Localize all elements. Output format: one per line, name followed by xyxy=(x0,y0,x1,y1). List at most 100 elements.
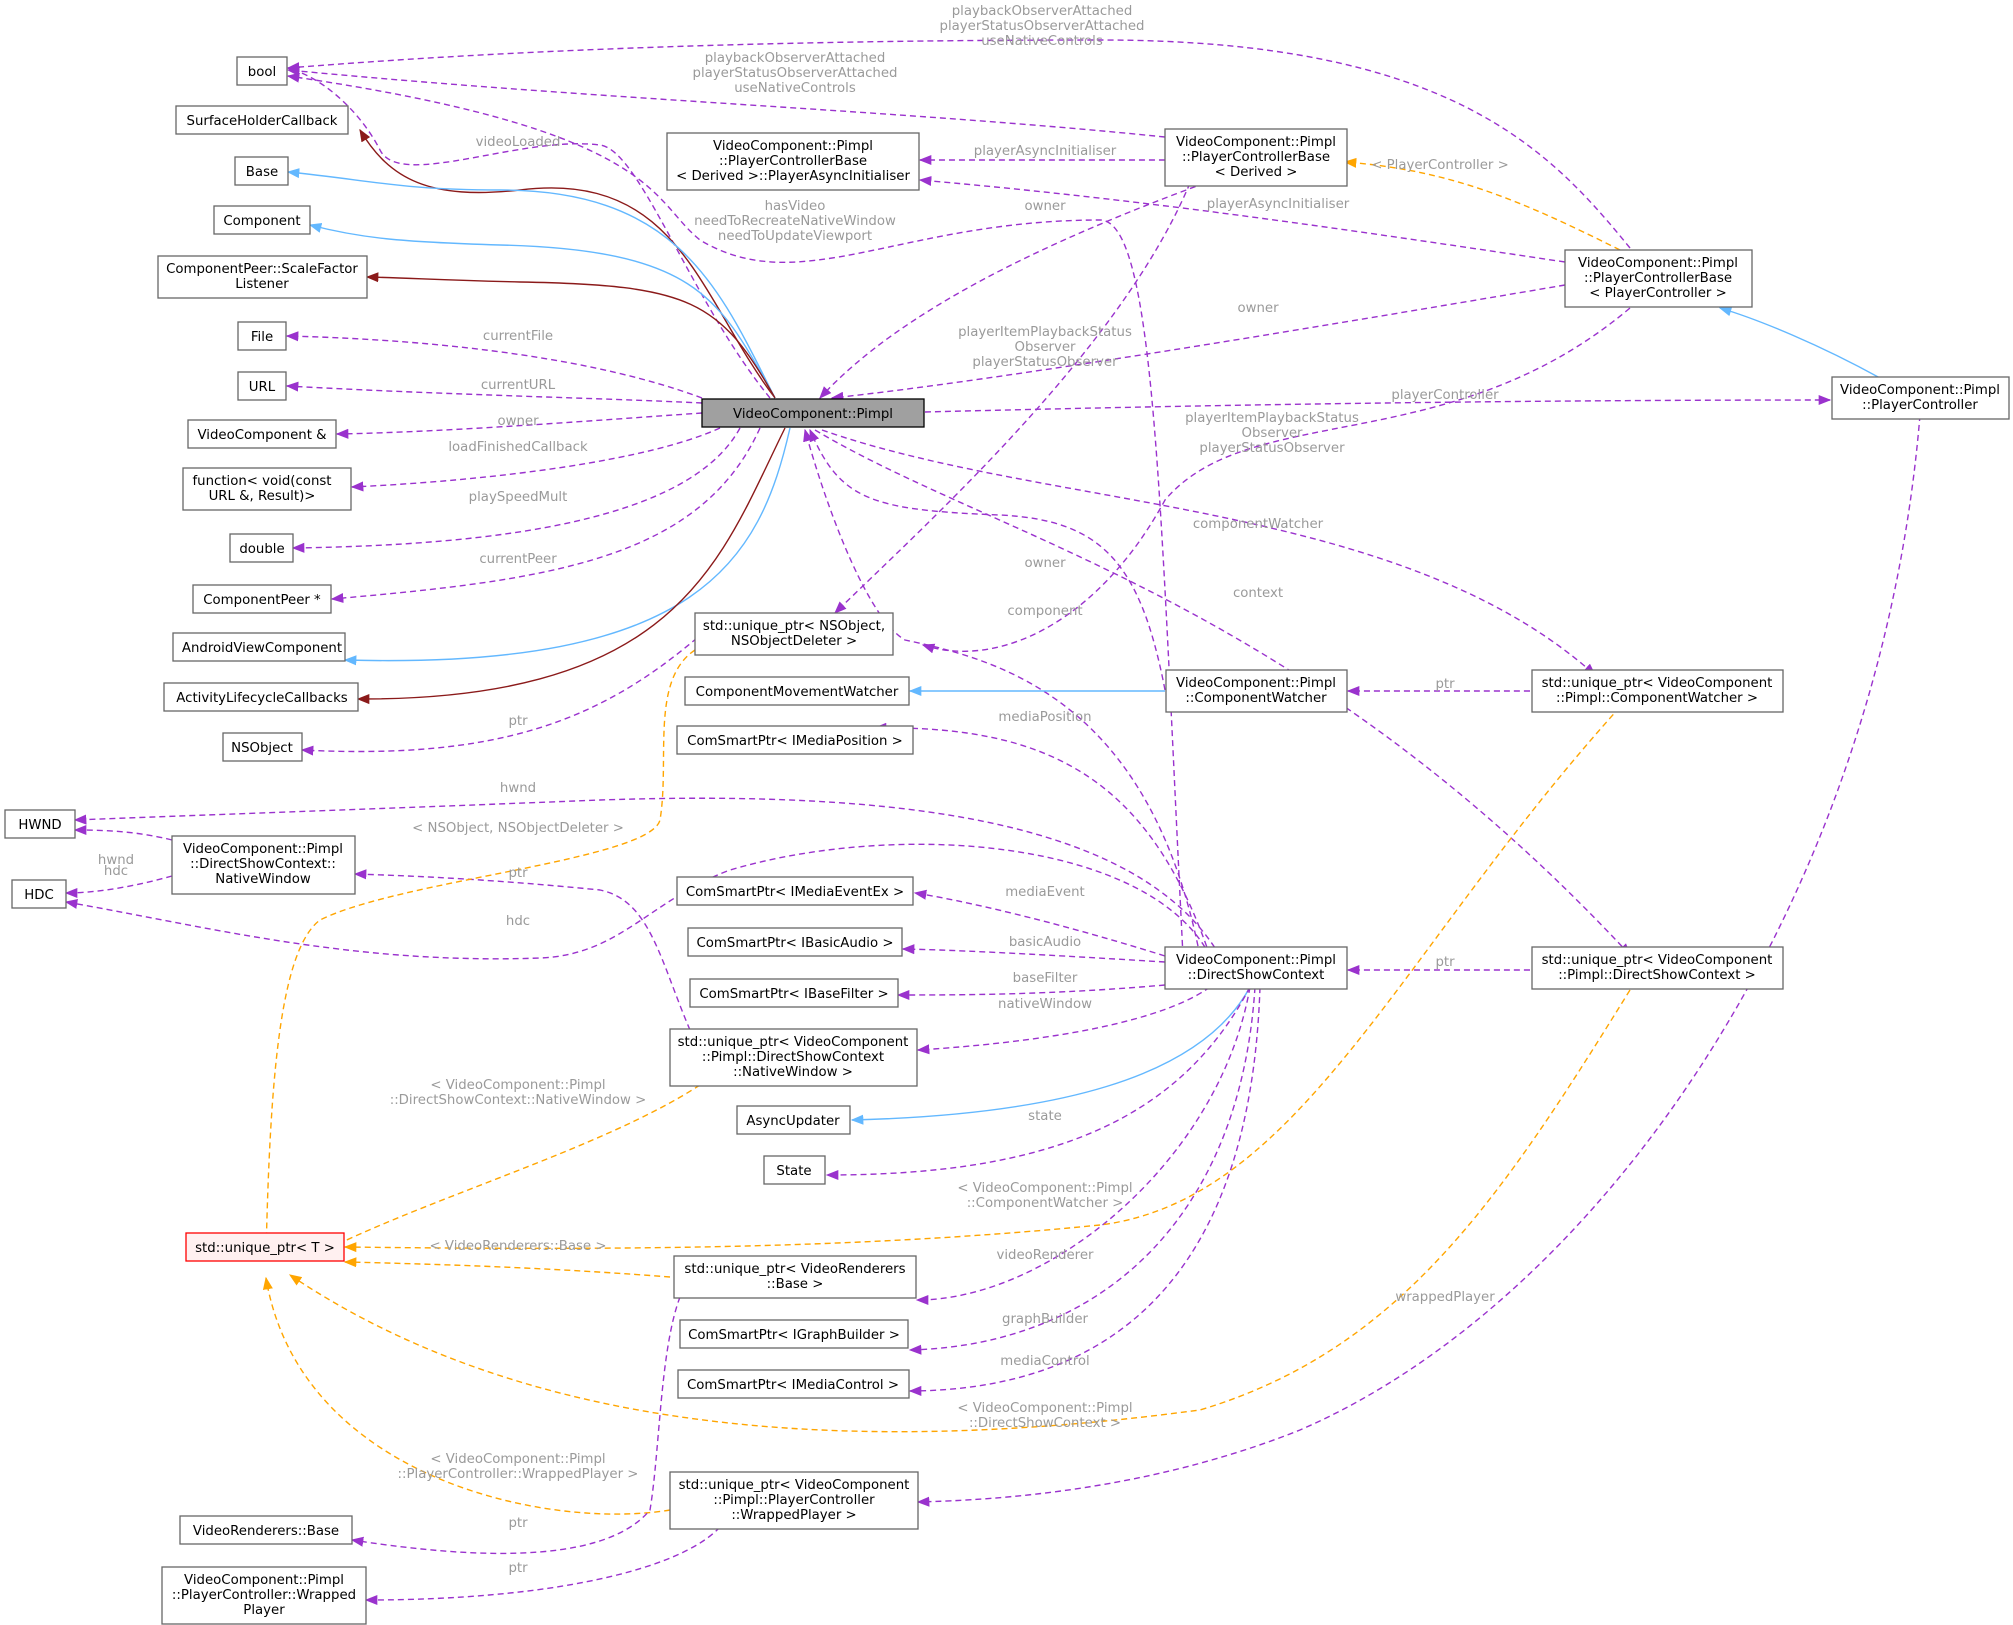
svg-text:VideoComponent &: VideoComponent & xyxy=(197,428,326,443)
svg-text:ActivityLifecycleCallbacks: ActivityLifecycleCallbacks xyxy=(176,691,347,706)
label-componentwatcher: componentWatcher xyxy=(1193,517,1324,532)
svg-text:ComSmartPtr< IMediaEventEx >: ComSmartPtr< IMediaEventEx > xyxy=(686,885,904,900)
node-unique-ptr-componentwatcher[interactable]: std::unique_ptr< VideoComponent::Pimpl::… xyxy=(1531,669,1784,713)
svg-text:VideoComponent::Pimpl::Compone: VideoComponent::Pimpl::ComponentWatcher xyxy=(1176,676,1336,706)
edge-pcbpc-bool xyxy=(286,39,1631,249)
edge-uptrwp-wplayer xyxy=(364,1526,721,1606)
label-templ-dsc: < VideoComponent::Pimpl::DirectShowConte… xyxy=(957,1401,1132,1431)
node-playerasyncinitialiser[interactable]: VideoComponent::Pimpl::PlayerControllerB… xyxy=(666,132,920,191)
node-comsmartptr-ibasefilter[interactable]: ComSmartPtr< IBaseFilter > xyxy=(689,978,899,1008)
label-playercontroller: playerController xyxy=(1391,388,1499,403)
label-mediacontrol: mediaControl xyxy=(1000,1354,1089,1369)
node-asyncupdater[interactable]: AsyncUpdater xyxy=(736,1105,851,1135)
label-hdc1: hdc xyxy=(104,864,128,879)
node-androidviewcomponent[interactable]: AndroidViewComponent xyxy=(172,632,346,662)
node-comsmartptr-igraphbuilder[interactable]: ComSmartPtr< IGraphBuilder > xyxy=(679,1319,909,1349)
svg-text:AndroidViewComponent: AndroidViewComponent xyxy=(182,641,342,656)
edge-dsc-state xyxy=(825,986,1251,1181)
svg-text:ComponentPeer *: ComponentPeer * xyxy=(203,593,321,608)
svg-text:HWND: HWND xyxy=(18,818,61,833)
node-playercontroller[interactable]: VideoComponent::Pimpl::PlayerController xyxy=(1831,376,2010,420)
node-activitylifecyclecallbacks[interactable]: ActivityLifecycleCallbacks xyxy=(163,682,359,712)
edge-nativewin-hwnd xyxy=(73,824,173,841)
node-nsobject[interactable]: NSObject xyxy=(222,732,303,762)
edge-file xyxy=(285,331,703,399)
node-videorenderers-base[interactable]: VideoRenderers::Base xyxy=(179,1515,353,1545)
edge-templ-dsc xyxy=(288,989,1631,1433)
edge-alc xyxy=(356,427,786,705)
node-videocomponent-ref[interactable]: VideoComponent & xyxy=(187,419,337,449)
node-directshowcontext-nativewindow[interactable]: VideoComponent::Pimpl::DirectShowContext… xyxy=(171,835,356,895)
node-unique-ptr-videorenderers[interactable]: std::unique_ptr< VideoRenderers::Base > xyxy=(673,1255,917,1299)
label-component: component xyxy=(1007,604,1082,619)
node-file[interactable]: File xyxy=(237,321,287,351)
edge-nativewin-hdc xyxy=(64,875,173,899)
node-unique-ptr-wrappedplayer[interactable]: std::unique_ptr< VideoComponent::Pimpl::… xyxy=(669,1471,919,1530)
svg-text:std::unique_ptr< VideoComponen: std::unique_ptr< VideoComponent::Pimpl::… xyxy=(679,1478,910,1523)
label-ptr-vr: ptr xyxy=(508,1516,528,1531)
svg-text:VideoComponent::Pimpl::PlayerC: VideoComponent::Pimpl::PlayerController xyxy=(1840,383,2000,413)
edge-dsc-mediacontrol xyxy=(908,986,1261,1396)
edge-cpsfl xyxy=(365,272,776,399)
node-hdc[interactable]: HDC xyxy=(11,879,67,909)
node-state[interactable]: State xyxy=(763,1155,826,1185)
node-playercontrollerbase-derived[interactable]: VideoComponent::Pimpl::PlayerControllerB… xyxy=(1164,128,1348,187)
node-unique-ptr-nativewindow[interactable]: std::unique_ptr< VideoComponent::Pimpl::… xyxy=(669,1028,918,1087)
label-templ-cw: < VideoComponent::Pimpl::ComponentWatche… xyxy=(957,1181,1132,1211)
edge-bool-videoloaded xyxy=(286,66,771,399)
svg-text:ComponentMovementWatcher: ComponentMovementWatcher xyxy=(696,685,899,700)
edge-dsc-hasvideo xyxy=(286,72,1184,957)
node-comsmartptr-imediacontrol[interactable]: ComSmartPtr< IMediaControl > xyxy=(677,1369,910,1399)
node-directshowcontext[interactable]: VideoComponent::Pimpl::DirectShowContext xyxy=(1164,946,1348,990)
svg-text:bool: bool xyxy=(248,65,276,80)
node-comsmartptr-imediaeventex[interactable]: ComSmartPtr< IMediaEventEx > xyxy=(676,876,914,906)
edge-dsc-videorenderer xyxy=(915,986,1251,1306)
node-unique-ptr-t[interactable]: std::unique_ptr< T > xyxy=(185,1232,345,1262)
edge-uptrvr-vrbase xyxy=(350,1296,681,1555)
svg-text:AsyncUpdater: AsyncUpdater xyxy=(746,1114,840,1129)
node-componentmovementwatcher[interactable]: ComponentMovementWatcher xyxy=(684,676,910,706)
node-playercontroller-wrappedplayer[interactable]: VideoComponent::Pimpl::PlayerController:… xyxy=(161,1566,367,1625)
node-unique-ptr-nsobject[interactable]: std::unique_ptr< NSObject,NSObjectDelete… xyxy=(694,612,894,656)
node-playercontrollerbase-playercontroller[interactable]: VideoComponent::Pimpl::PlayerControllerB… xyxy=(1564,249,1753,308)
svg-text:VideoComponent::Pimpl::DirectS: VideoComponent::Pimpl::DirectShowContext xyxy=(1176,953,1336,983)
node-comsmartptr-imediaposition[interactable]: ComSmartPtr< IMediaPosition > xyxy=(676,725,914,755)
node-comsmartptr-ibasicaudio[interactable]: ComSmartPtr< IBasicAudio > xyxy=(687,927,903,957)
svg-text:ComSmartPtr< IGraphBuilder >: ComSmartPtr< IGraphBuilder > xyxy=(688,1328,900,1343)
label-pai2: playerAsyncInitialiser xyxy=(1207,197,1350,212)
label-currentpeer: currentPeer xyxy=(479,552,557,567)
svg-text:std::unique_ptr< NSObject,NSOb: std::unique_ptr< NSObject,NSObjectDelete… xyxy=(703,619,885,649)
node-hwnd[interactable]: HWND xyxy=(4,809,76,839)
label-nativewindow: nativeWindow xyxy=(998,997,1092,1012)
svg-text:VideoComponent::Pimpl::PlayerC: VideoComponent::Pimpl::PlayerController:… xyxy=(172,1573,356,1618)
edge-templ-cw xyxy=(343,706,1621,1253)
svg-text:VideoRenderers::Base: VideoRenderers::Base xyxy=(193,1524,339,1539)
edge-component xyxy=(308,222,776,399)
node-videocomponent-pimpl[interactable]: VideoComponent::Pimpl xyxy=(701,398,925,428)
node-url[interactable]: URL xyxy=(237,371,287,401)
node-component[interactable]: Component xyxy=(213,205,311,235)
svg-text:std::unique_ptr< VideoComponen: std::unique_ptr< VideoComponent::Pimpl::… xyxy=(1542,676,1773,706)
edge-pai2 xyxy=(918,175,1566,263)
node-componentpeer-ptr[interactable]: ComponentPeer * xyxy=(192,584,332,614)
node-unique-ptr-directshowcontext[interactable]: std::unique_ptr< VideoComponent::Pimpl::… xyxy=(1531,946,1784,990)
label-wrappedplayer: wrappedPlayer xyxy=(1395,1290,1495,1305)
node-bool[interactable]: bool xyxy=(236,56,288,86)
svg-text:VideoComponent::Pimpl::PlayerC: VideoComponent::Pimpl::PlayerControllerB… xyxy=(1578,256,1738,301)
node-surfaceholdercallback[interactable]: SurfaceHolderCallback xyxy=(175,105,349,135)
edge-url xyxy=(285,381,703,404)
edge-dsc-nativewindow xyxy=(916,986,1211,1055)
label-videoloaded: videoLoaded xyxy=(476,135,561,150)
node-double[interactable]: double xyxy=(229,533,294,563)
svg-text:VideoComponent::Pimpl::DirectS: VideoComponent::Pimpl::DirectShowContext… xyxy=(183,842,343,887)
label-ptr-ns: ptr xyxy=(508,714,528,729)
svg-text:VideoComponent::Pimpl::PlayerC: VideoComponent::Pimpl::PlayerControllerB… xyxy=(676,139,910,184)
label-ptr-nw: ptr xyxy=(508,866,528,881)
node-componentwatcher[interactable]: VideoComponent::Pimpl::ComponentWatcher xyxy=(1165,669,1348,713)
node-base[interactable]: Base xyxy=(234,156,289,186)
